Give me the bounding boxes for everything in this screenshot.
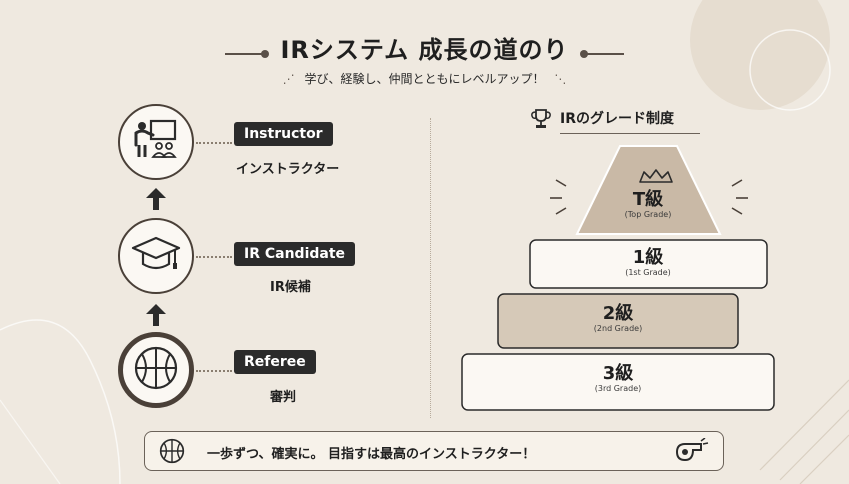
crown-icon <box>639 169 673 183</box>
page-subtitle: 学び、経験し、仲間とともにレベルアップ！ <box>304 72 545 86</box>
tier-1-sub: (1st Grade) <box>625 268 671 277</box>
tier-t-name: T級 <box>632 189 664 210</box>
sublabel-instructor: インストラクター <box>236 162 340 177</box>
title-ornament-right <box>579 49 624 58</box>
graduation-cap-icon <box>131 232 181 280</box>
trophy-icon <box>530 108 552 134</box>
connector-candidate <box>196 256 232 258</box>
label-candidate: IR Candidate <box>234 242 356 266</box>
tier-1-name: 1級 <box>632 247 664 268</box>
tier-1: 1級 (1st Grade) <box>580 248 716 278</box>
basketball-icon <box>133 345 179 395</box>
subtitle-tick-left: ⋰ <box>282 72 295 86</box>
subtitle-tick-right: ⋱ <box>554 72 567 86</box>
arrow-up-icon <box>146 304 166 326</box>
section-divider <box>430 118 431 418</box>
teacher-board-icon <box>131 115 181 169</box>
motto-text: 一歩ずつ、確実に。 目指すは最高のインストラクター！ <box>207 447 536 462</box>
title-row: IRシステム 成長の道のり <box>0 30 849 65</box>
tier-2-name: 2級 <box>602 303 634 324</box>
connector-referee <box>196 370 232 372</box>
subtitle-row: ⋰ 学び、経験し、仲間とともにレベルアップ！ ⋱ <box>0 70 849 87</box>
tier-t-sub: (Top Grade) <box>624 210 672 219</box>
tier-3-name: 3級 <box>602 363 634 384</box>
sublabel-candidate: IR候補 <box>270 280 311 295</box>
motto-banner: 一歩ずつ、確実に。 目指すは最高のインストラクター！ <box>144 431 724 471</box>
whistle-icon <box>675 437 709 470</box>
candidate-circle <box>118 218 194 294</box>
referee-circle <box>118 332 194 408</box>
grade-heading-underline <box>560 133 700 134</box>
title-ornament-left <box>225 49 270 58</box>
sublabel-referee: 審判 <box>270 390 297 405</box>
instructor-circle <box>118 104 194 180</box>
label-instructor: Instructor <box>234 122 333 146</box>
tier-3-sub: (3rd Grade) <box>594 384 642 393</box>
page-title: IRシステム 成長の道のり <box>280 36 569 64</box>
connector-instructor <box>196 142 232 144</box>
arrow-up-icon <box>146 188 166 210</box>
label-referee: Referee <box>234 350 316 374</box>
tier-2-sub: (2nd Grade) <box>593 324 643 333</box>
tier-t: T級 (Top Grade) <box>586 190 710 220</box>
basketball-icon <box>159 438 185 468</box>
tier-3: 3級 (3rd Grade) <box>550 364 686 394</box>
tier-2: 2級 (2nd Grade) <box>550 304 686 334</box>
grade-heading: IRのグレード制度 <box>560 111 674 127</box>
